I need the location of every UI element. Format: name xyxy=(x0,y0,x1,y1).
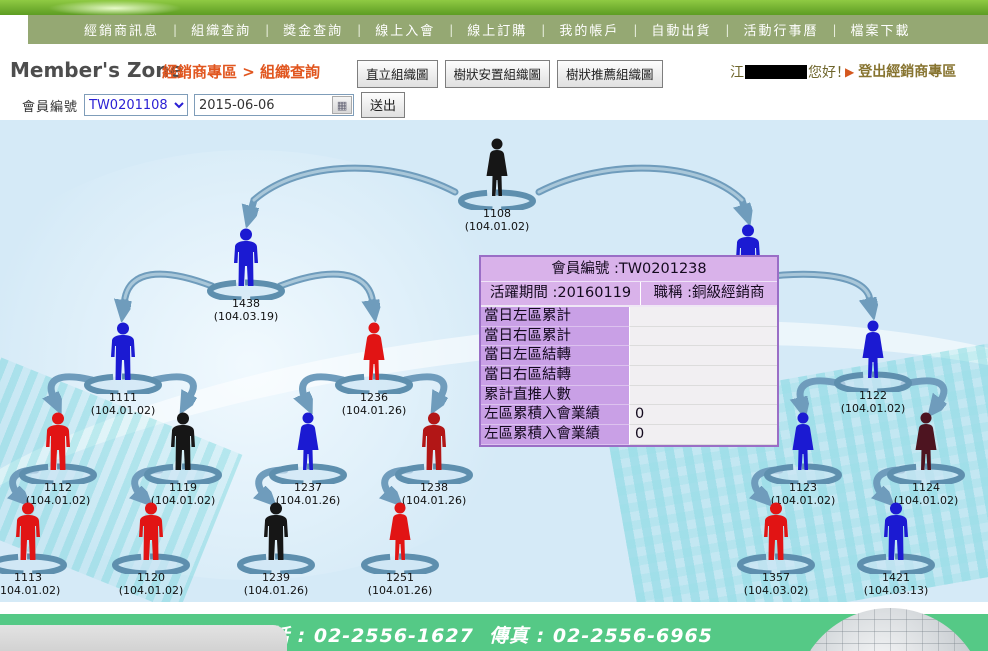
calendar-icon[interactable]: ▦ xyxy=(332,96,353,114)
breadcrumb: 經銷商專區 > 組織查詢 xyxy=(162,63,321,81)
org-node-1119[interactable]: 1119(104.01.02) xyxy=(141,410,225,507)
greeting-prefix: 江 xyxy=(730,65,744,81)
org-node-1123[interactable]: 1123(104.01.02) xyxy=(761,410,845,507)
member-id-select[interactable]: TW0201108 xyxy=(84,94,189,116)
query-bar: 會員編號 TW0201108 ▦ 送出 xyxy=(0,90,988,120)
org-node-1357[interactable]: 1357(104.03.02) xyxy=(734,500,818,597)
org-node-1239[interactable]: 1239(104.01.26) xyxy=(234,500,318,597)
node-label: 1251(104.01.26) xyxy=(367,571,433,597)
user-greeting: 江 您好！ xyxy=(730,62,850,82)
node-label: 1438(104.03.19) xyxy=(213,297,279,323)
org-node-1120[interactable]: 1120(104.01.02) xyxy=(109,500,193,597)
nav-item-online-order[interactable]: 線上訂購 xyxy=(467,24,528,39)
org-node-1108[interactable]: 1108(104.01.02) xyxy=(455,136,539,233)
footer-gray-panel xyxy=(0,625,287,651)
logout-arrow-icon: ▶ xyxy=(845,65,855,79)
node-label: 1238(104.01.26) xyxy=(401,481,467,507)
nav-separator: | xyxy=(541,22,546,37)
popup-row: 當日右區結轉 xyxy=(481,366,777,386)
org-node-1112[interactable]: 1112(104.01.02) xyxy=(16,410,100,507)
nav-separator: | xyxy=(449,22,454,37)
node-label: 1236(104.01.26) xyxy=(341,391,407,417)
date-field: ▦ xyxy=(194,94,355,116)
node-label: 1122(104.01.02) xyxy=(840,389,906,415)
nav-item-event-calendar[interactable]: 活動行事曆 xyxy=(743,24,819,39)
page-header: Member's Zone 經銷商專區 > 組織查詢 直立組織圖 樹狀安置組織圖… xyxy=(0,44,988,90)
org-node-1238[interactable]: 1238(104.01.26) xyxy=(392,410,476,507)
globe-image xyxy=(792,605,988,651)
footer-gap xyxy=(0,602,988,614)
popup-active-period: 活躍期間 :20160119 xyxy=(481,282,641,305)
submit-button[interactable]: 送出 xyxy=(361,92,406,118)
node-label: 1237(104.01.26) xyxy=(275,481,341,507)
node-label: 1113(104.01.02) xyxy=(0,571,61,597)
node-label: 1421(104.03.13) xyxy=(863,571,929,597)
nav-separator: | xyxy=(633,22,638,37)
nav-separator: | xyxy=(357,22,362,37)
member-id-label: 會員編號 xyxy=(22,99,79,115)
popup-member-id: 會員編號 :TW0201238 xyxy=(481,257,777,282)
popup-row: 累計直推人數 xyxy=(481,385,777,406)
tree-placement-org-chart-button[interactable]: 樹狀安置組織圖 xyxy=(444,60,551,88)
popup-row: 當日左區累計 xyxy=(481,307,777,327)
contact-info: 電話 : 02-2556-1627 傳真 : 02-2556-6965 xyxy=(250,621,713,648)
node-label: 1239(104.01.26) xyxy=(243,571,309,597)
node-label: 1112(104.01.02) xyxy=(25,481,91,507)
nav-item-org-query[interactable]: 組織查詢 xyxy=(191,24,252,39)
date-input[interactable] xyxy=(195,97,333,113)
nav-item-dealer-news[interactable]: 經銷商訊息 xyxy=(84,24,160,39)
banner-grass-image xyxy=(0,0,988,15)
org-node-1122[interactable]: 1122(104.01.02) xyxy=(831,318,915,415)
org-node-1113[interactable]: 1113(104.01.02) xyxy=(0,500,70,597)
logout-link[interactable]: ▶登出經銷商專區 xyxy=(845,64,957,80)
node-label: 1111(104.01.02) xyxy=(90,391,156,417)
node-label: 1357(104.03.02) xyxy=(743,571,809,597)
org-node-1236[interactable]: 1236(104.01.26) xyxy=(332,320,416,417)
main-nav: 經銷商訊息 | 組織查詢 | 獎金查詢 | 線上入會 | 線上訂購 | 我的帳戶 | 自動出… xyxy=(28,15,988,44)
popup-status-row: 活躍期間 :20160119 職稱 :銅級經銷商 xyxy=(481,282,777,307)
fax-number: 02-2556-6965 xyxy=(552,625,713,647)
member-info-popup: 會員編號 :TW0201238 活躍期間 :20160119 職稱 :銅級經銷商… xyxy=(479,255,779,447)
node-label: 1120(104.01.02) xyxy=(118,571,184,597)
popup-row: 當日左區結轉 xyxy=(481,346,777,367)
phone-number: 02-2556-1627 xyxy=(313,625,474,647)
nav-separator: | xyxy=(832,22,837,37)
tree-referral-org-chart-button[interactable]: 樹狀推薦組織圖 xyxy=(557,60,663,88)
org-node-1124[interactable]: 1124(104.01.02) xyxy=(884,410,968,507)
greeting-suffix: 您好！ xyxy=(808,65,850,81)
popup-row: 當日右區累計 xyxy=(481,326,777,347)
nav-separator: | xyxy=(265,22,270,37)
node-label: 1124(104.01.02) xyxy=(893,481,959,507)
node-label: 1119(104.01.02) xyxy=(150,481,216,507)
nav-item-online-join[interactable]: 線上入會 xyxy=(375,24,436,39)
view-buttons: 直立組織圖 樹狀安置組織圖 樹狀推薦組織圖 xyxy=(357,60,663,88)
fax-label: 傳真 : xyxy=(489,625,546,647)
vertical-org-chart-button[interactable]: 直立組織圖 xyxy=(357,60,438,88)
node-label: 1108(104.01.02) xyxy=(464,207,530,233)
nav-item-bonus-query[interactable]: 獎金查詢 xyxy=(283,24,344,39)
org-chart-area: 1108(104.01.02) 1438(104.03.19) 1111(104… xyxy=(0,120,988,602)
org-node-1438[interactable]: 1438(104.03.19) xyxy=(204,226,288,323)
org-node-1251[interactable]: 1251(104.01.26) xyxy=(358,500,442,597)
org-node-1111[interactable]: 1111(104.01.02) xyxy=(81,320,165,417)
nav-item-downloads[interactable]: 檔案下載 xyxy=(850,24,911,39)
page-title: Member's Zone xyxy=(10,58,184,82)
popup-rank: 職稱 :銅級經銷商 xyxy=(653,285,765,301)
nav-separator: | xyxy=(725,22,730,37)
nav-separator: | xyxy=(173,22,178,37)
redacted-name xyxy=(745,65,807,79)
node-label: 1123(104.01.02) xyxy=(770,481,836,507)
org-node-1237[interactable]: 1237(104.01.26) xyxy=(266,410,350,507)
org-node-1421[interactable]: 1421(104.03.13) xyxy=(854,500,938,597)
nav-item-auto-ship[interactable]: 自動出貨 xyxy=(651,24,712,39)
nav-item-my-account[interactable]: 我的帳戶 xyxy=(559,24,620,39)
